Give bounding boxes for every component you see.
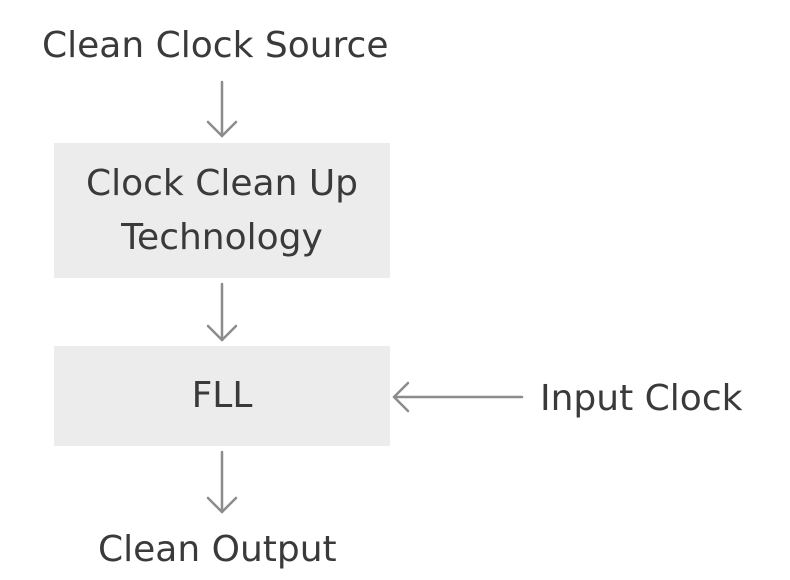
clock-cleanup-line2: Technology	[121, 216, 323, 258]
clean-output-label: Clean Output	[98, 529, 337, 570]
arrow-cleanup-to-fll	[206, 282, 238, 342]
arrow-fll-to-output	[206, 450, 238, 514]
clean-clock-source-label: Clean Clock Source	[42, 25, 389, 66]
fll-box: FLL	[54, 346, 390, 446]
arrow-source-to-cleanup	[206, 80, 238, 138]
input-clock-label: Input Clock	[540, 378, 743, 419]
clock-cleanup-line1: Clock Clean Up	[85, 162, 359, 204]
arrow-input-to-fll	[392, 381, 524, 413]
clock-cleanup-box: Clock Clean Up Technology	[54, 143, 390, 278]
fll-label: FLL	[191, 375, 253, 416]
